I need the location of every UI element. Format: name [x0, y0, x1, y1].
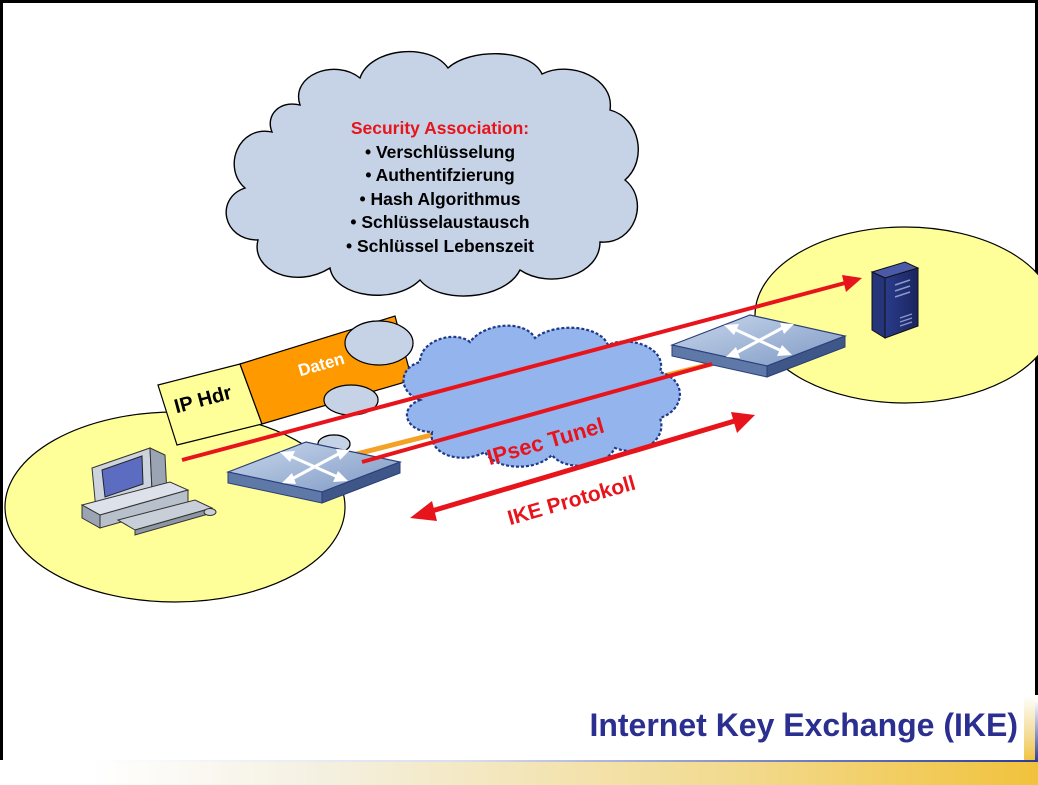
security-association-heading: Security Association:: [350, 118, 530, 138]
left-router-icon: [225, 441, 403, 504]
tunnel-line-lower: [361, 362, 713, 464]
computer-icon: [80, 447, 217, 536]
decorative-footer-line: [90, 760, 1038, 762]
right-router-icon: [669, 314, 848, 378]
ike-double-arrow: [410, 412, 755, 521]
decorative-accent-line: [1035, 700, 1038, 762]
tunnel-line-upper: [181, 281, 846, 462]
security-association-text: Security Association: • Verschlüsselung …: [290, 117, 590, 258]
sa-item: • Authentifzierung: [365, 165, 515, 185]
sa-item: • Verschlüsselung: [364, 141, 516, 162]
sa-item: • Schlüsselaustausch: [350, 212, 530, 232]
decorative-footer-bar: [90, 762, 1038, 785]
decorative-accent-bar: [1024, 695, 1038, 762]
sa-item: • Hash Algorithmus: [359, 188, 521, 209]
slide-title: Internet Key Exchange (IKE): [589, 707, 1018, 743]
sa-item: • Schlüssel Lebenszeit: [346, 235, 534, 256]
server-icon: [870, 261, 920, 339]
thought-bubble-large: [344, 320, 414, 366]
tunnel-arrowhead: [842, 275, 862, 292]
slide-border-left: [0, 0, 3, 760]
slide-border-top: [0, 0, 1038, 3]
